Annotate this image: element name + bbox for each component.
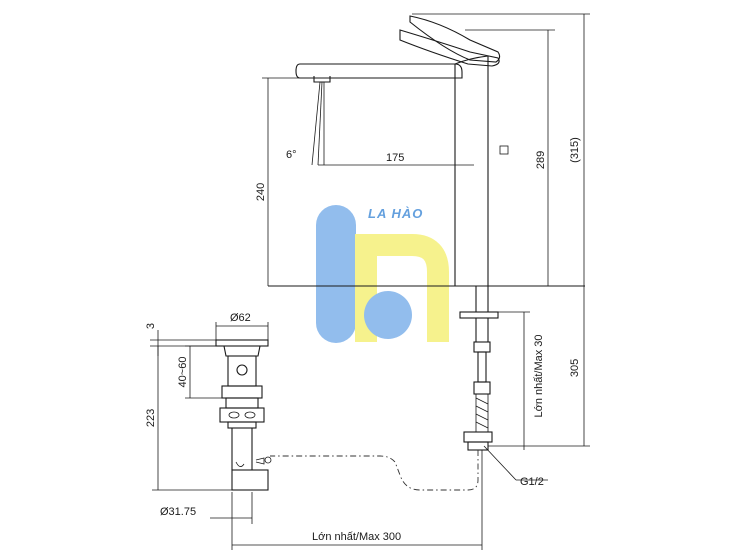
watermark-logo: LA HÀO xyxy=(316,205,449,343)
pipe-max-label: Lớn nhất/Max 30 xyxy=(533,334,545,417)
logo-text: LA HÀO xyxy=(368,206,423,221)
dimension-lines xyxy=(150,13,590,550)
thread-label: G1/2 xyxy=(520,476,544,488)
waste-diameter-label: Ø62 xyxy=(230,312,251,324)
logo-yellow-arch xyxy=(355,234,449,342)
tail-diameter-label: Ø31.75 xyxy=(160,506,196,518)
spout-height-label: 240 xyxy=(255,183,267,201)
overall-height-label: (315) xyxy=(569,137,581,163)
faucet-outline xyxy=(268,15,585,287)
waste-range-label: 40~60 xyxy=(177,357,189,388)
pop-up-waste xyxy=(215,339,272,491)
logo-blue-bar xyxy=(316,205,356,343)
body-height-label: 289 xyxy=(535,151,547,169)
waste-flange-label: 3 xyxy=(145,323,157,329)
spout-reach-label: 175 xyxy=(386,152,404,164)
waste-length-label: 223 xyxy=(145,409,157,427)
max-spacing-label: Lớn nhất/Max 300 xyxy=(312,531,401,543)
below-counter-label: 305 xyxy=(569,359,581,377)
spout-angle-label: 6° xyxy=(286,149,297,161)
logo-blue-dot xyxy=(364,291,412,339)
